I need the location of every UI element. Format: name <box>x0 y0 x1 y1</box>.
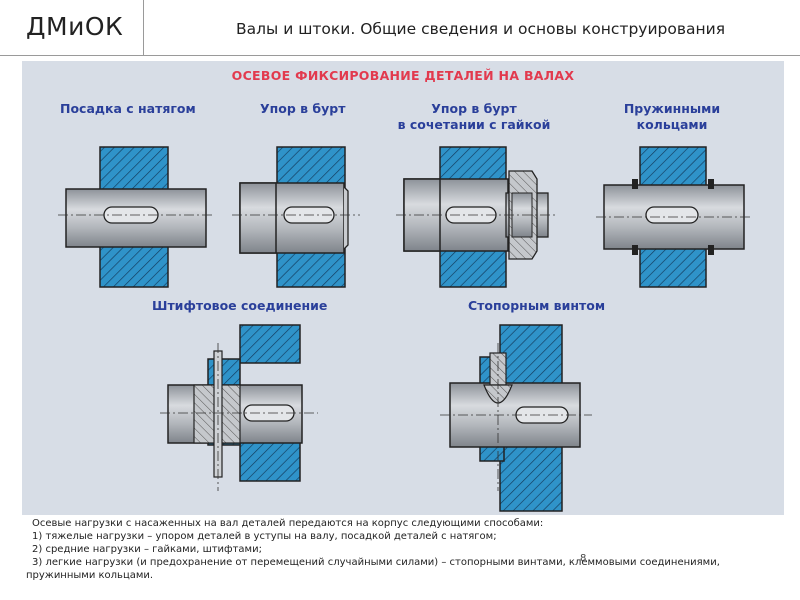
body-item-3: 3) легкие нагрузки (и предохранение от п… <box>32 557 720 568</box>
body-intro: Осевые нагрузки с насаженных на вал дета… <box>32 518 544 529</box>
label-spring-rings-line2: кольцами <box>636 117 708 132</box>
figure-title: ОСЕВОЕ ФИКСИРОВАНИЕ ДЕТАЛЕЙ НА ВАЛАХ <box>231 68 575 83</box>
diagram-set-screw <box>440 324 592 512</box>
slide-header: ДМиОК Валы и штоки. Общие сведения и осн… <box>0 0 800 56</box>
diagram-shoulder <box>232 146 360 288</box>
label-pin: Штифтовое соединение <box>152 298 328 313</box>
diagram-pin <box>160 324 318 491</box>
page-number: 8 <box>580 553 587 564</box>
label-spring-rings: Пружинными кольцами <box>612 101 732 133</box>
label-shoulder-nut: Упор в бурт в сочетании с гайкой <box>394 101 554 133</box>
body-item-1: 1) тяжелые нагрузки – упором деталей в у… <box>32 531 497 542</box>
header-rule <box>0 55 800 56</box>
diagram-drawing <box>58 146 752 512</box>
diagram-shoulder-nut <box>396 146 556 288</box>
diagram-interference-fit <box>58 146 214 288</box>
slide-title: Валы и штоки. Общие сведения и основы ко… <box>236 20 726 38</box>
label-interference-fit: Посадка с натягом <box>60 101 196 116</box>
body-item-3-cont: пружинными кольцами. <box>26 570 154 581</box>
body-text: Осевые нагрузки с насаженных на вал дета… <box>26 517 796 582</box>
diagram-spring-rings <box>596 146 752 288</box>
diagram-figure: ОСЕВОЕ ФИКСИРОВАНИЕ ДЕТАЛЕЙ НА ВАЛАХ Пос… <box>22 61 784 515</box>
label-shoulder-nut-line2: в сочетании с гайкой <box>397 117 551 132</box>
label-shoulder-nut-line1: Упор в бурт <box>431 101 517 116</box>
body-item-2: 2) средние нагрузки – гайками, штифтами; <box>32 544 262 555</box>
label-spring-rings-line1: Пружинными <box>623 101 721 116</box>
logo: ДМиОК <box>26 12 124 41</box>
label-set-screw: Стопорным винтом <box>468 298 606 313</box>
label-shoulder: Упор в бурт <box>260 101 346 116</box>
header-divider <box>143 0 144 56</box>
